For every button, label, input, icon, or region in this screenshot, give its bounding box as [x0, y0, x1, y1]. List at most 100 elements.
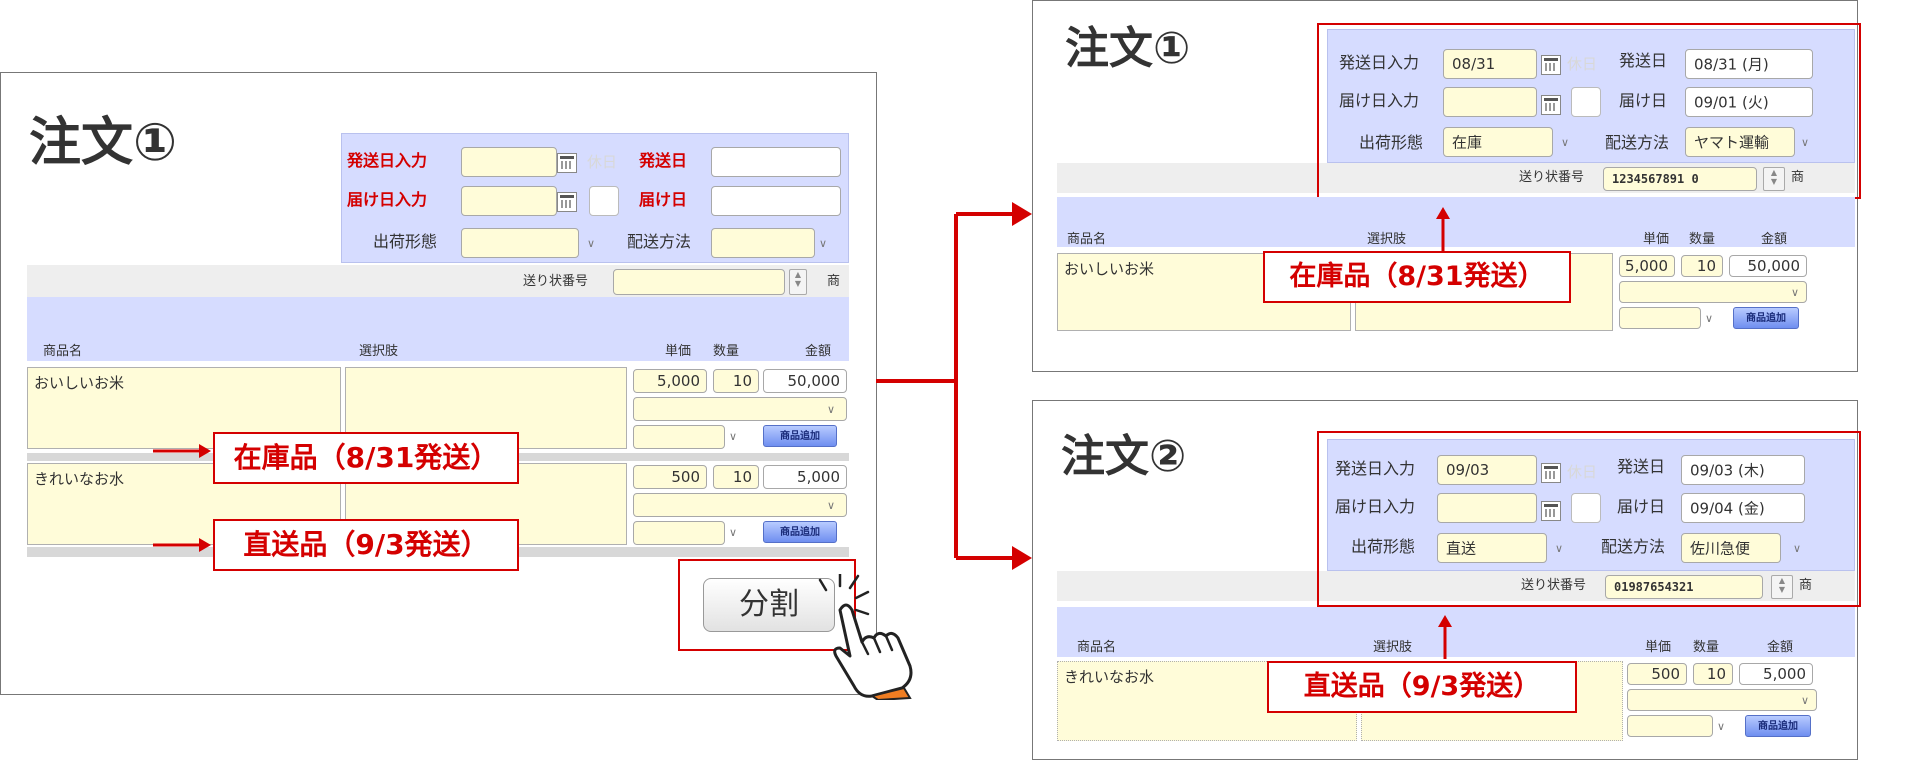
col-option: 選択肢	[1373, 640, 1413, 655]
amount-field: 50,000	[1729, 255, 1807, 277]
item-table-header	[1057, 197, 1855, 247]
shipment-type-select[interactable]: 在庫	[1443, 127, 1553, 157]
stock-item-annotation: 在庫品（8/31発送）	[213, 432, 519, 484]
sub-select[interactable]	[633, 425, 725, 449]
quantity-input[interactable]: 10	[713, 369, 759, 393]
option-select[interactable]	[633, 493, 847, 517]
click-burst-icon	[818, 574, 870, 616]
col-unit-price: 単価	[665, 344, 692, 359]
arrow-up-icon	[1438, 615, 1452, 659]
delivery-date-input-label: 届け日入力	[1339, 91, 1420, 110]
direct-item-annotation: 直送品（9/3発送）	[213, 519, 519, 571]
col-unit-price: 単価	[1645, 640, 1672, 655]
ship-date-input[interactable]: 09/03	[1437, 455, 1537, 485]
holiday-checkbox[interactable]	[589, 186, 619, 216]
col-unit-price: 単価	[1643, 232, 1670, 247]
option-select[interactable]	[633, 397, 847, 421]
calendar-icon[interactable]	[557, 153, 577, 173]
holiday-label: 休日	[1567, 463, 1598, 481]
shipment-type-select[interactable]: 直送	[1437, 533, 1547, 563]
shipment-type-label: 出荷形態	[1359, 133, 1424, 152]
sub-select[interactable]	[1627, 715, 1713, 737]
col-product-name: 商品名	[1067, 232, 1107, 247]
chevron-down-icon: ∨	[1793, 542, 1802, 555]
col-product-name: 商品名	[43, 344, 83, 359]
sub-select[interactable]	[633, 521, 725, 545]
calendar-icon[interactable]	[1541, 463, 1561, 483]
holiday-checkbox[interactable]	[1571, 493, 1601, 523]
col-option: 選択肢	[359, 344, 399, 359]
order2-annotation: 直送品（9/3発送）	[1267, 661, 1577, 713]
add-item-button[interactable]: 商品追加	[763, 521, 837, 543]
shipping-method-label: 配送方法	[1601, 537, 1666, 556]
tracking-number-label: 送り状番号	[1521, 578, 1587, 593]
unit-price-input[interactable]: 500	[633, 465, 707, 489]
shipping-method-select[interactable]: ヤマト運輸	[1685, 127, 1795, 157]
add-item-button[interactable]: 商品追加	[763, 425, 837, 447]
arrow-up-icon	[1436, 207, 1450, 251]
option-select[interactable]	[1627, 689, 1817, 711]
shipment-type-select[interactable]	[461, 228, 579, 258]
ship-date-label: 発送日	[1617, 457, 1666, 476]
ship-date-input[interactable]	[461, 147, 557, 177]
delivery-date-label: 届け日	[1619, 91, 1668, 110]
ship-date-field: 08/31 (月)	[1685, 49, 1813, 79]
col-amount: 金額	[805, 344, 832, 359]
chevron-down-icon: ∨	[1561, 136, 1570, 149]
option-select[interactable]	[1619, 281, 1807, 303]
chevron-down-icon: ∨	[827, 403, 836, 416]
product-name: おいしいお米	[1064, 260, 1155, 278]
delivery-date-input[interactable]	[461, 186, 557, 216]
ship-date-input-label: 発送日入力	[1335, 459, 1416, 478]
chevron-down-icon: ∨	[1555, 542, 1564, 555]
chevron-down-icon: ∨	[1717, 720, 1726, 733]
product-name: きれいなお水	[1064, 668, 1155, 686]
split-button[interactable]: 分割	[703, 578, 835, 632]
quantity-input[interactable]: 10	[713, 465, 759, 489]
order2-panel: 注文② 発送日入力 09/03 休日 発送日 09/03 (木) 届け日入力 届…	[1032, 400, 1861, 760]
spinner-icon[interactable]: ▲▼	[1763, 167, 1785, 191]
product-label-truncated: 商	[827, 274, 841, 289]
unit-price-input[interactable]: 500	[1627, 663, 1687, 685]
add-item-button[interactable]: 商品追加	[1733, 307, 1799, 329]
unit-price-input[interactable]: 5,000	[633, 369, 707, 393]
amount-field: 50,000	[763, 369, 847, 393]
quantity-input[interactable]: 10	[1681, 255, 1723, 277]
col-quantity: 数量	[1689, 232, 1716, 247]
arrow-right-icon	[1012, 202, 1032, 570]
col-quantity: 数量	[713, 344, 740, 359]
tracking-number-input[interactable]: 1234567891 0	[1603, 167, 1757, 191]
calendar-icon[interactable]	[1541, 501, 1561, 521]
calendar-icon[interactable]	[1541, 55, 1561, 75]
shipping-method-select[interactable]: 佐川急便	[1681, 533, 1781, 563]
order2-title: 注文②	[1061, 431, 1187, 482]
shipping-method-select[interactable]	[711, 228, 815, 258]
tracking-number-input[interactable]	[613, 269, 785, 295]
calendar-icon[interactable]	[1541, 95, 1561, 115]
delivery-date-label: 届け日	[639, 190, 688, 209]
add-item-button[interactable]: 商品追加	[1745, 715, 1811, 737]
delivery-date-input-label: 届け日入力	[1335, 497, 1416, 516]
col-amount: 金額	[1761, 232, 1788, 247]
ship-date-label: 発送日	[639, 151, 688, 170]
order1-panel: 注文① 発送日入力 08/31 休日 発送日 08/31 (月) 届け日入力 届…	[1032, 0, 1861, 372]
shipping-method-label: 配送方法	[1605, 133, 1670, 152]
tracking-number-input[interactable]: 01987654321	[1605, 575, 1763, 599]
col-amount: 金額	[1767, 640, 1794, 655]
spinner-icon[interactable]: ▲▼	[1771, 575, 1793, 599]
ship-date-label: 発送日	[1619, 51, 1668, 70]
delivery-date-input-label: 届け日入力	[347, 190, 428, 209]
sub-select[interactable]	[1619, 307, 1701, 329]
delivery-date-input[interactable]	[1437, 493, 1537, 523]
calendar-icon[interactable]	[557, 192, 577, 212]
holiday-checkbox[interactable]	[1571, 87, 1601, 117]
col-quantity: 数量	[1693, 640, 1720, 655]
shipping-method-label: 配送方法	[627, 232, 692, 251]
spinner-icon[interactable]: ▲▼	[789, 269, 807, 295]
quantity-input[interactable]: 10	[1693, 663, 1733, 685]
unit-price-input[interactable]: 5,000	[1619, 255, 1675, 277]
delivery-date-field: 09/01 (火)	[1685, 87, 1813, 117]
chevron-down-icon: ∨	[819, 237, 828, 250]
delivery-date-input[interactable]	[1443, 87, 1537, 117]
ship-date-input[interactable]: 08/31	[1443, 49, 1537, 79]
